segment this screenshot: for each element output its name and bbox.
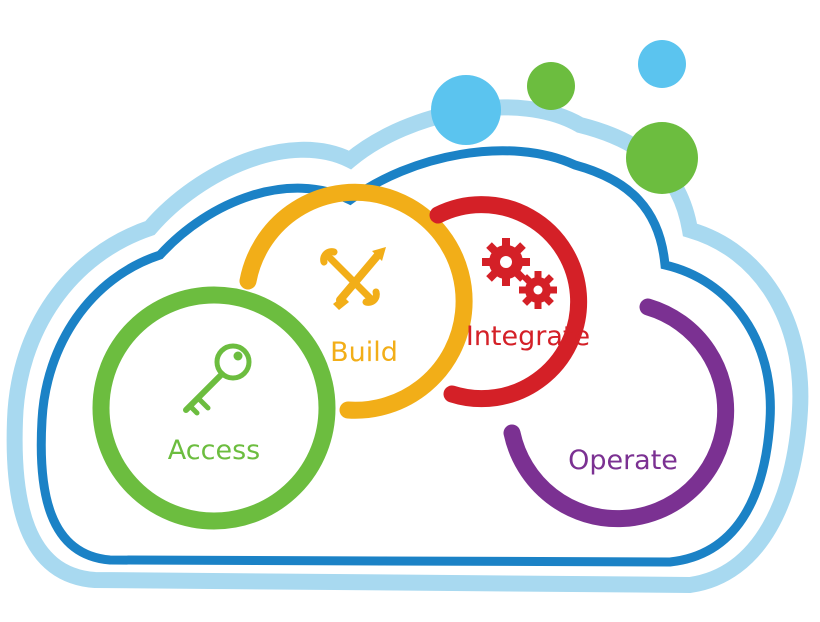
bubble-green-small <box>527 62 575 110</box>
access-label: Access <box>168 435 260 466</box>
access-ring <box>92 286 336 530</box>
cloud-inner-outline <box>36 146 775 567</box>
operate-label: Operate <box>568 445 678 476</box>
key-icon <box>183 343 252 416</box>
wrench-screwdriver-icon <box>320 247 386 310</box>
integrate-label: Integrate <box>466 321 590 352</box>
bubble-blue-small <box>638 40 686 88</box>
build-label: Build <box>330 337 398 368</box>
bubble-blue-large <box>431 75 501 145</box>
operate-ring <box>503 298 735 528</box>
gears-icon <box>482 238 557 309</box>
integrate-ring <box>429 196 588 408</box>
bubble-green-large <box>626 122 698 194</box>
build-ring <box>239 183 473 419</box>
